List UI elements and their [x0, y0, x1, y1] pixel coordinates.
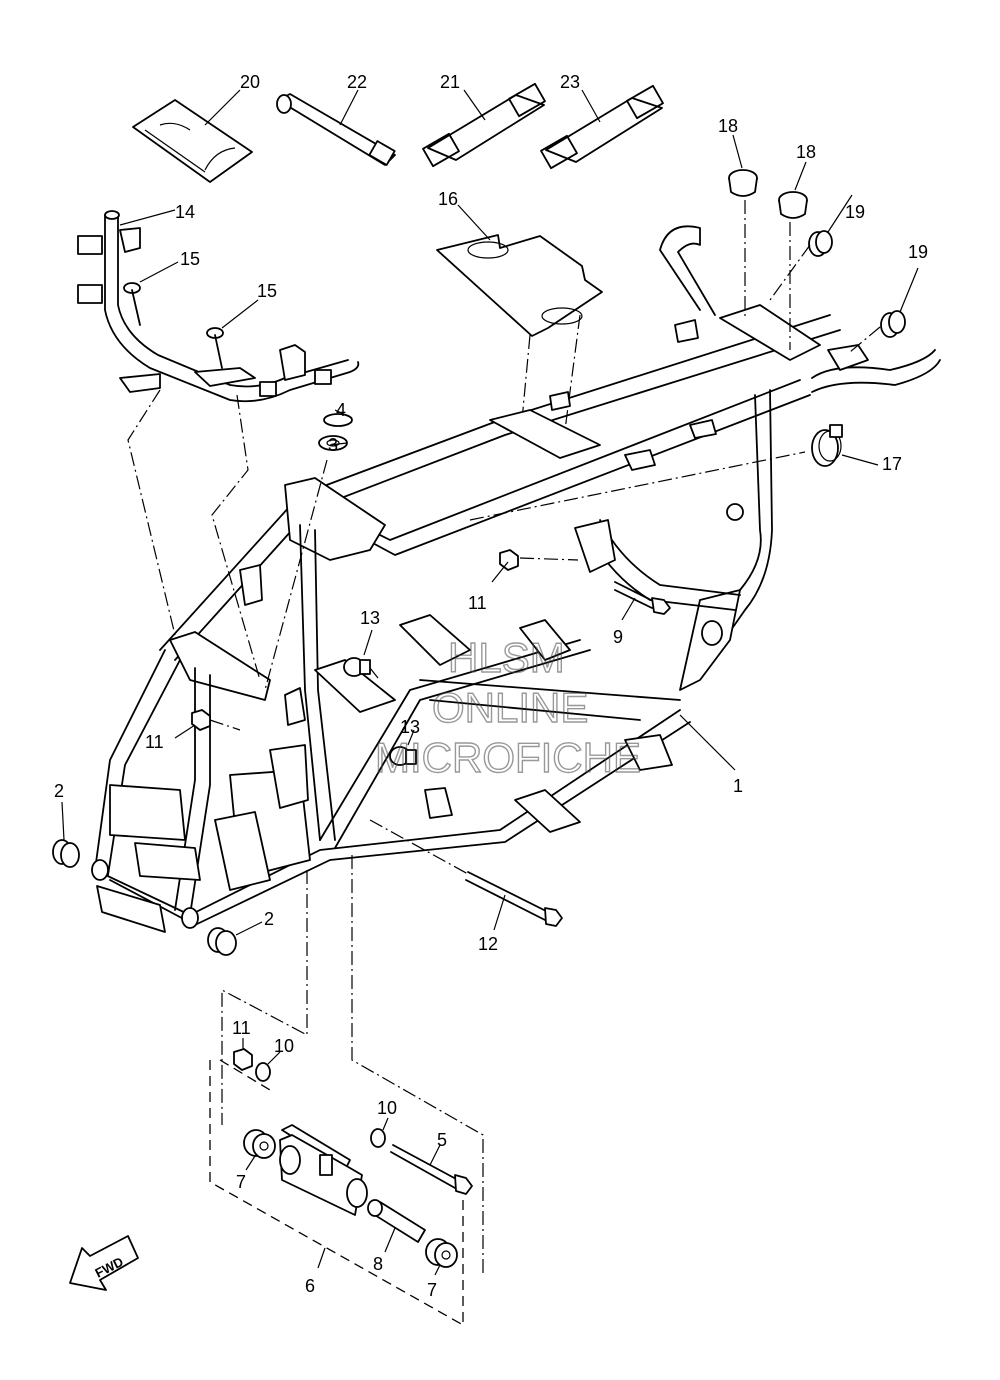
part-8-collar: [367, 1199, 426, 1243]
part-23-strap: [540, 84, 664, 170]
part-19-cap-right: [880, 310, 906, 338]
callout-11-upper: 11: [468, 593, 487, 613]
part-7-bushing-left: [243, 1129, 276, 1159]
part-4-circlip: [323, 413, 353, 427]
callout-7-right: 7: [427, 1280, 437, 1300]
watermark-line-2: ONLINE: [432, 684, 588, 731]
callout-3: 3: [328, 435, 338, 455]
part-10-washer-right: [370, 1128, 386, 1148]
part-6-mount-bracket: [279, 1124, 368, 1216]
callout-19-right: 19: [908, 242, 928, 262]
callout-23: 23: [560, 72, 580, 92]
watermark: HLSM ONLINE MICROFICHE: [374, 633, 641, 781]
part-12-long-bolt: [465, 871, 563, 927]
callout-17: 17: [882, 454, 902, 474]
callout-7-left: 7: [236, 1172, 246, 1192]
part-16-plate: [436, 234, 603, 337]
part-18-grommet-left: [728, 169, 758, 197]
part-11-nut-middle: [191, 709, 211, 731]
callout-4: 4: [336, 400, 346, 420]
watermark-line-1: HLSM: [448, 634, 565, 681]
callout-8: 8: [373, 1254, 383, 1274]
callout-9: 9: [613, 627, 623, 647]
callout-5: 5: [437, 1130, 447, 1150]
part-2-cap-right: [207, 927, 237, 956]
callout-14: 14: [175, 202, 195, 222]
part-9-bolt: [614, 581, 671, 615]
callout-15-right: 15: [257, 281, 277, 301]
callout-1: 1: [733, 776, 743, 796]
watermark-line-3: MICROFICHE: [375, 734, 641, 781]
part-18-grommet-right: [778, 191, 808, 219]
callout-13-lower: 13: [400, 717, 420, 737]
part-20-tool-pouch: [132, 99, 253, 183]
callout-19-left: 19: [845, 202, 865, 222]
part-14-front-bracket: [77, 210, 360, 403]
part-13-bumper-upper: [343, 657, 371, 677]
part-2-cap-left: [52, 839, 80, 868]
part-1-main-frame: [91, 225, 941, 933]
callout-10-right: 10: [377, 1098, 397, 1118]
part-19-cap-left: [808, 230, 833, 257]
callout-16: 16: [438, 189, 458, 209]
callout-22: 22: [347, 72, 367, 92]
part-7-bushing-right: [425, 1238, 458, 1268]
callout-20: 20: [240, 72, 260, 92]
part-13-bumper-lower: [389, 746, 417, 766]
part-17-clamp: [811, 424, 843, 467]
callout-12: 12: [478, 934, 498, 954]
callout-6: 6: [305, 1276, 315, 1296]
callout-2-left: 2: [54, 781, 64, 801]
callout-11-lower: 11: [232, 1018, 251, 1038]
part-15-bolt-right: [206, 327, 224, 369]
callout-15-left: 15: [180, 249, 200, 269]
callout-2-right: 2: [264, 909, 274, 929]
part-22-tool-tube: [276, 93, 396, 166]
callout-13-upper: 13: [360, 608, 380, 628]
callout-18-right: 18: [796, 142, 816, 162]
part-11-nut-lower: [233, 1048, 253, 1071]
callout-11-middle: 11: [145, 732, 164, 752]
callout-18-left: 18: [718, 116, 738, 136]
part-15-bolt-left: [123, 282, 141, 326]
fwd-arrow-icon: FWD: [69, 1235, 139, 1291]
callout-10-left: 10: [274, 1036, 294, 1056]
callout-21: 21: [440, 72, 460, 92]
part-21-strap: [422, 82, 546, 168]
part-10-washer-left: [255, 1062, 271, 1082]
part-11-nut-upper: [499, 549, 519, 571]
part-5-bolt: [390, 1144, 473, 1195]
